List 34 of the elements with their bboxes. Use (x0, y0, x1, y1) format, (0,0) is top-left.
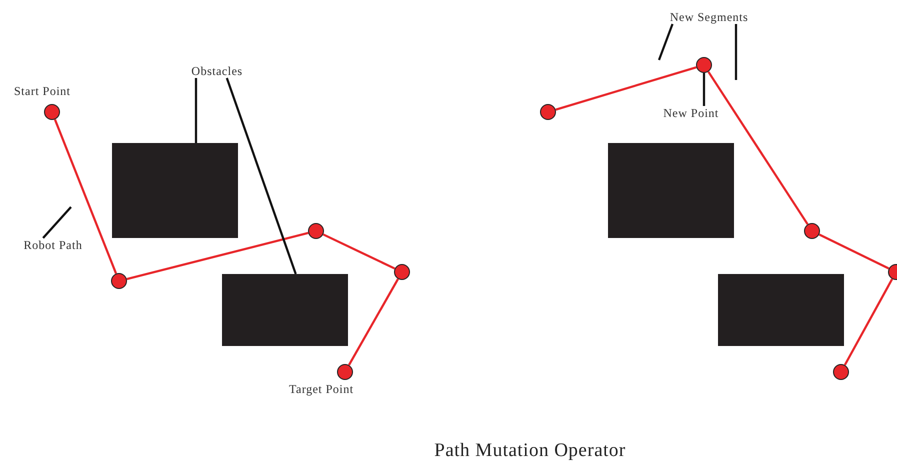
callout-label: New Segments (667, 10, 751, 24)
waypoint-marker (394, 264, 410, 280)
point-label: Target Point (289, 382, 354, 396)
leader-line (226, 78, 297, 274)
waypoint-marker (833, 364, 849, 380)
path-segment (818, 234, 890, 270)
waypoint-marker (540, 104, 556, 120)
path-segment (322, 233, 396, 270)
caption: Path Mutation Operator (433, 440, 627, 462)
path-segment (555, 66, 697, 111)
waypoint-marker (111, 273, 127, 289)
leader-line (734, 24, 738, 80)
waypoint-marker (804, 223, 820, 239)
leader-line (42, 206, 72, 239)
obstacle-block (608, 143, 734, 238)
waypoint-marker (308, 223, 324, 239)
obstacle-block (222, 274, 348, 346)
path-segment (844, 278, 894, 366)
path-segment (707, 71, 809, 225)
leader-line (658, 24, 674, 60)
leader-line (194, 78, 198, 143)
waypoint-marker (696, 57, 712, 73)
path-segment (54, 119, 118, 274)
callout-label: Obstacles (181, 64, 253, 78)
callout-label: Robot Path (16, 238, 90, 252)
leader-line (702, 73, 706, 106)
waypoint-marker (44, 104, 60, 120)
callout-label: New Point (659, 106, 723, 120)
waypoint-marker (337, 364, 353, 380)
path-segment (348, 278, 399, 366)
obstacle-block (718, 274, 844, 346)
path-segment (126, 232, 309, 280)
point-label: Start Point (14, 84, 71, 98)
obstacle-block (112, 143, 238, 238)
